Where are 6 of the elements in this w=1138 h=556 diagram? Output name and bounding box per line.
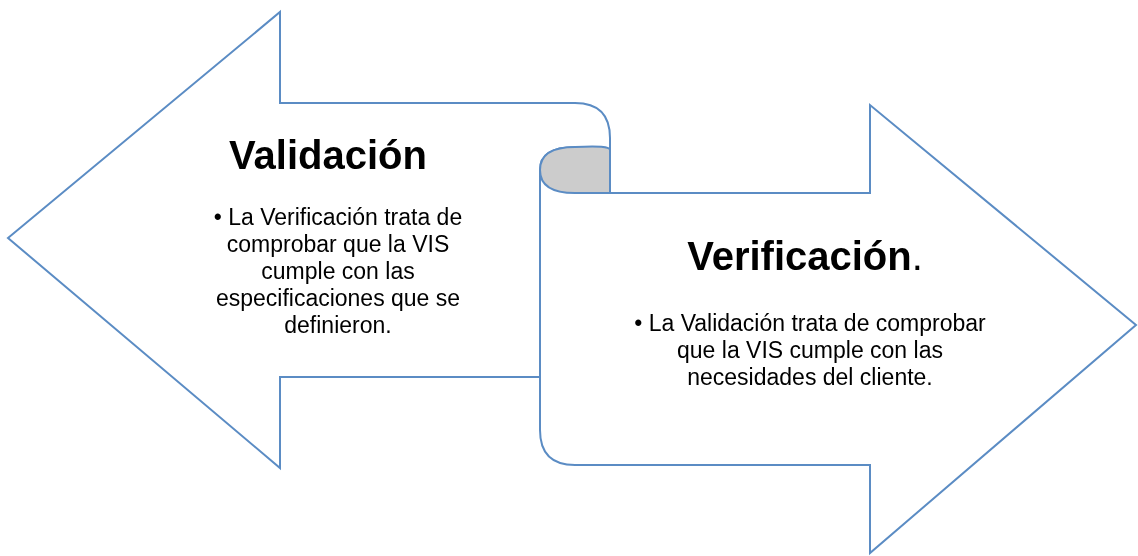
heading: Verificación.	[686, 233, 924, 279]
right-arrow-shape	[540, 105, 1138, 555]
bullet-text: • La Verificación trata de comprobar que la VIS cumple con las especificaciones que se definieron.	[212, 204, 464, 339]
left-arrow-shape	[8, 12, 612, 470]
bullet-text: • La Validación trata de comprobar que la VIS cumple con las necesidades del cliente.	[633, 310, 987, 391]
heading: Validación	[228, 132, 428, 178]
